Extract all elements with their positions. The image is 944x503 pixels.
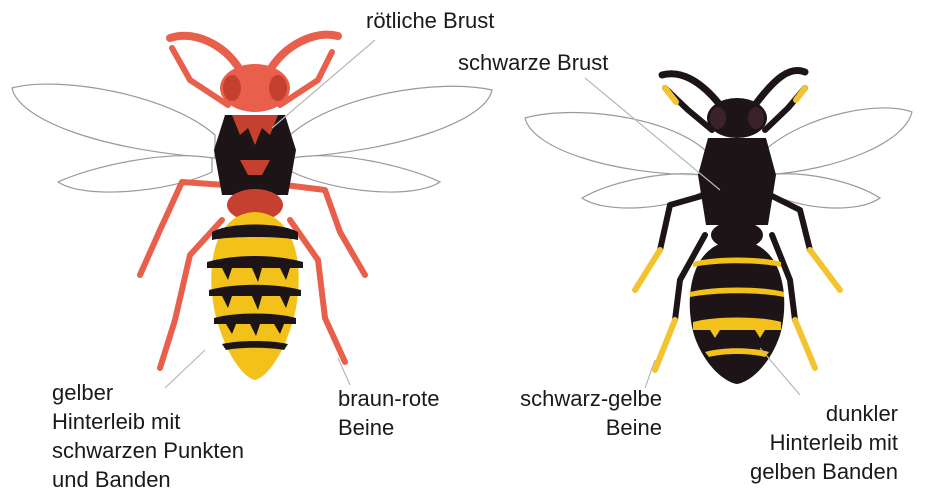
hornet-eye-left [223,75,241,101]
hornet-illustration [12,35,492,380]
label-gelber-hinterleib: gelber Hinterleib mit schwarzen Punkten … [52,378,244,494]
label-schwarz-gelbe-beine: schwarz-gelbe Beine [520,384,662,442]
label-dunkler-hinterleib: dunkler Hinterleib mit gelben Banden [750,399,898,486]
hornet-eye-right [269,75,287,101]
wasp-eye-right [748,107,764,129]
pointer-dunkler-hinterleib [760,348,800,395]
label-braun-rote-beine: braun-rote Beine [338,384,440,442]
label-roetliche-brust: rötliche Brust [366,6,494,35]
wasp-illustration [525,70,912,384]
wasp-eye-left [710,107,726,129]
label-schwarze-brust: schwarze Brust [458,48,608,77]
